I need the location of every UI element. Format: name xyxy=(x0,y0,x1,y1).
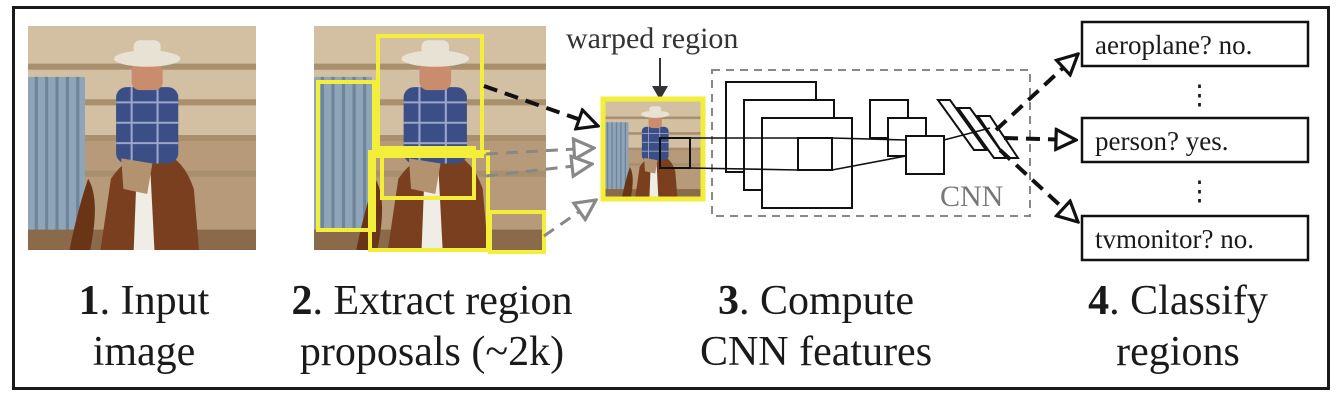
step-1-number: 1 xyxy=(79,278,100,324)
cnn-fc-layers xyxy=(936,99,1020,159)
step-2-number: 2 xyxy=(291,278,312,324)
proposal-box-horse xyxy=(368,150,490,252)
step-3-line1: . Compute xyxy=(739,278,914,324)
proposal-box-middle xyxy=(380,146,476,200)
svg-text:1. Input: 1. Input xyxy=(79,278,210,324)
proposal-box-left xyxy=(316,80,376,232)
class-box-person: person? yes. xyxy=(1080,116,1310,164)
step-1-line2: image xyxy=(93,329,196,375)
cnn-connections xyxy=(689,137,907,171)
step-4-number: 4 xyxy=(1088,278,1109,324)
svg-text:4. Classify: 4. Classify xyxy=(1088,278,1268,324)
arrow-to-class-2 xyxy=(1003,138,1076,140)
class-box-aeroplane: aeroplane? no. xyxy=(1080,20,1310,68)
caption-step-1: 1. Input image xyxy=(79,278,210,375)
arrow-proposal-to-warp-1 xyxy=(483,84,598,126)
class-label-person: person? yes. xyxy=(1095,126,1228,156)
warped-label-pointer-head xyxy=(652,86,668,100)
figure-frame xyxy=(12,6,1330,390)
ellipsis-1: ⋮ xyxy=(1186,80,1213,110)
step-3-number: 3 xyxy=(718,278,739,324)
step-3-line2: CNN features xyxy=(700,329,932,375)
warped-region-label: warped region xyxy=(566,22,738,55)
proposal-box-small xyxy=(488,210,546,254)
step-2-line1: . Extract region xyxy=(312,278,572,324)
proposal-boxes xyxy=(316,34,546,254)
cnn-dashed-box xyxy=(711,69,1031,217)
arrow-proposal-to-warp-3 xyxy=(485,164,592,176)
ellipsis-2: ⋮ xyxy=(1186,176,1213,206)
warped-region-border xyxy=(600,96,706,202)
caption-step-3: 3. Compute CNN features xyxy=(700,278,932,375)
step-2-line2: proposals (~2k) xyxy=(300,329,564,375)
class-label-tvmonitor: tvmonitor? no. xyxy=(1095,224,1254,254)
warped-region-image xyxy=(604,100,702,198)
arrow-to-class-3 xyxy=(998,148,1078,222)
cnn-feature-patch xyxy=(797,137,833,171)
class-label-aeroplane: aeroplane? no. xyxy=(1095,30,1252,60)
caption-step-2: 2. Extract region proposals (~2k) xyxy=(291,278,572,375)
arrow-proposal-to-warp-4 xyxy=(543,200,596,238)
svg-text:3. Compute: 3. Compute xyxy=(718,278,914,324)
fc-layer-1 xyxy=(936,99,988,151)
arrow-to-class-1 xyxy=(994,54,1078,132)
svg-text:2. Extract region: 2. Extract region xyxy=(291,278,572,324)
fc-connection xyxy=(943,127,991,141)
proposal-box-rider xyxy=(376,34,484,158)
receptive-field xyxy=(659,137,691,169)
input-image xyxy=(28,26,256,250)
proposals-image xyxy=(314,26,546,250)
arrow-proposal-to-warp-2 xyxy=(485,148,594,154)
cnn-layer-2c xyxy=(905,135,945,175)
step-4-line2: regions xyxy=(1116,329,1240,375)
class-box-tvmonitor: tvmonitor? no. xyxy=(1080,214,1310,262)
cnn-layers xyxy=(725,81,945,209)
caption-step-4: 4. Classify regions xyxy=(1088,278,1268,375)
fc-layer-3 xyxy=(976,115,1020,159)
step-1-line1: . Input xyxy=(100,278,210,324)
step-4-line1: . Classify xyxy=(1109,278,1268,324)
cnn-label: CNN xyxy=(940,180,1003,213)
